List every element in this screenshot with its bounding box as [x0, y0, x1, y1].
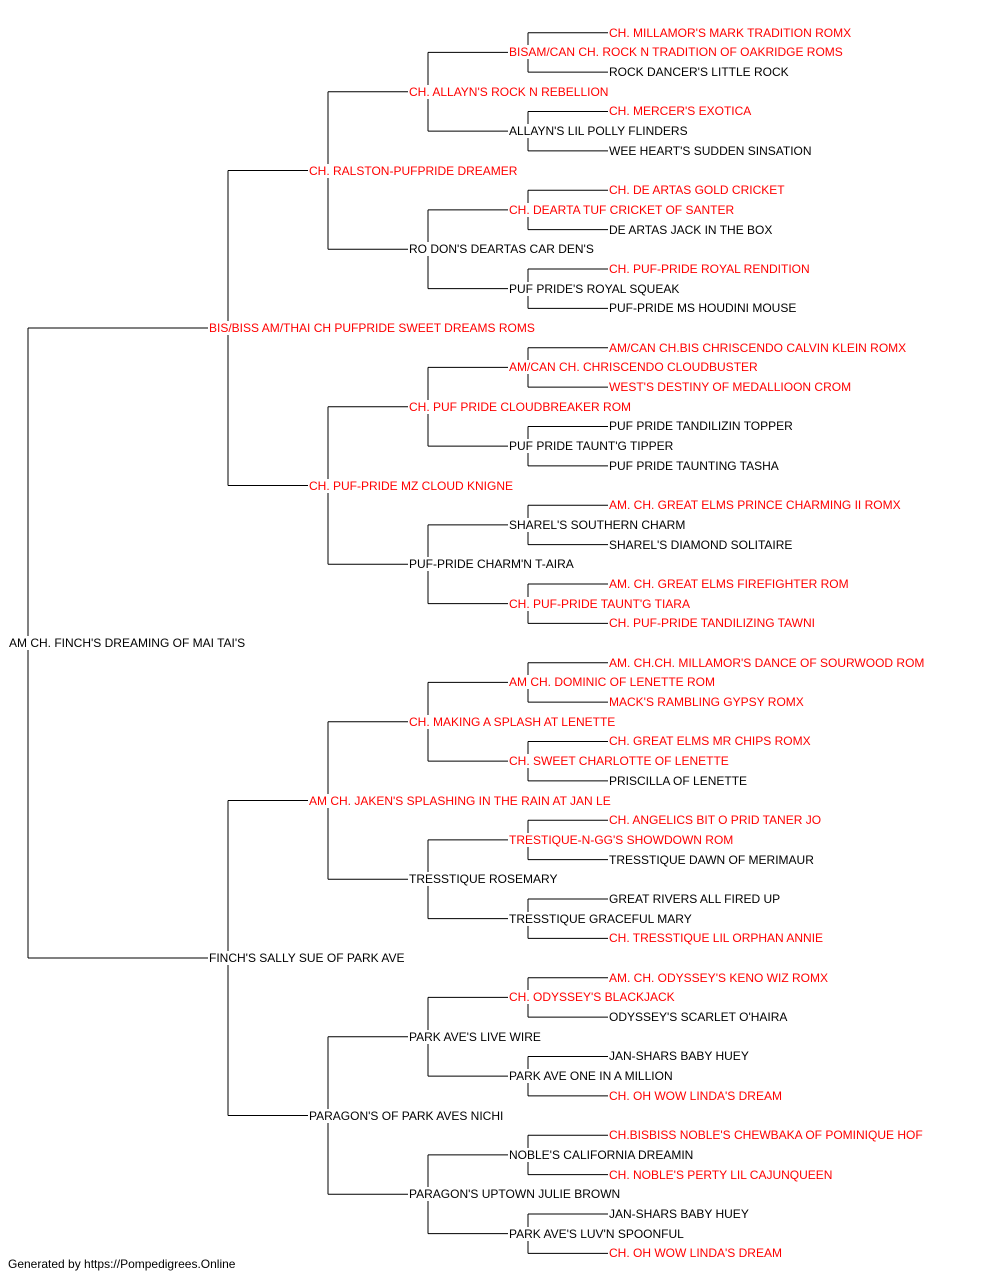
pedigree-entry-gen4: PARK AVE'S LUV'N SPOONFUL: [508, 1226, 685, 1241]
pedigree-entry-gen5: CH. GREAT ELMS MR CHIPS ROMX: [608, 734, 812, 749]
pedigree-entry-gen4: AM/CAN CH. CHRISCENDO CLOUDBUSTER: [508, 360, 759, 375]
pedigree-entry-gen5: WEST'S DESTINY OF MEDALLIOON CROM: [608, 380, 853, 395]
pedigree-entry-gen3: PUF-PRIDE CHARM'N T-AIRA: [408, 557, 575, 572]
pedigree-entry-gen3: PARK AVE'S LIVE WIRE: [408, 1029, 542, 1044]
pedigree-entry-gen4: CH. DEARTA TUF CRICKET OF SANTER: [508, 202, 736, 217]
pedigree-entry-gen3: PARAGON'S UPTOWN JULIE BROWN: [408, 1187, 622, 1202]
pedigree-entry-gen5: PUF PRIDE TANDILIZIN TOPPER: [608, 419, 794, 434]
pedigree-entry-gen5: AM/CAN CH.BIS CHRISCENDO CALVIN KLEIN RO…: [608, 340, 908, 355]
pedigree-entry-gen3: TRESSTIQUE ROSEMARY: [408, 872, 559, 887]
pedigree-entry-gen5: CH. NOBLE'S PERTY LIL CAJUNQUEEN: [608, 1167, 834, 1182]
pedigree-entry-gen5: CH. TRESSTIQUE LIL ORPHAN ANNIE: [608, 931, 825, 946]
pedigree-entry-gen0: AM CH. FINCH'S DREAMING OF MAI TAI'S: [8, 636, 247, 650]
pedigree-entry-gen5: ROCK DANCER'S LITTLE ROCK: [608, 65, 790, 80]
pedigree-entry-gen5: JAN-SHARS BABY HUEY: [608, 1049, 750, 1064]
pedigree-entry-gen5: AM. CH. ODYSSEY'S KENO WIZ ROMX: [608, 970, 829, 985]
pedigree-entry-gen2: CH. RALSTON-PUFPRIDE DREAMER: [308, 163, 519, 178]
pedigree-entry-gen5: PRISCILLA OF LENETTE: [608, 773, 749, 788]
pedigree-entry-gen5: AM. CH.CH. MILLAMOR'S DANCE OF SOURWOOD …: [608, 655, 926, 670]
pedigree-entry-gen3: CH. ALLAYN'S ROCK N REBELLION: [408, 84, 610, 99]
pedigree-entry-gen1: FINCH'S SALLY SUE OF PARK AVE: [208, 951, 406, 965]
pedigree-entry-gen5: PUF PRIDE TAUNTING TASHA: [608, 458, 780, 473]
pedigree-entry-gen5: MACK'S RAMBLING GYPSY ROMX: [608, 695, 805, 710]
pedigree-entry-gen4: PARK AVE ONE IN A MILLION: [508, 1069, 674, 1084]
pedigree-entry-gen4: CH. PUF-PRIDE TAUNT'G TIARA: [508, 596, 691, 611]
pedigree-entry-gen5: JAN-SHARS BABY HUEY: [608, 1206, 750, 1221]
pedigree-entry-gen5: CH. ANGELICS BIT O PRID TANER JO: [608, 813, 823, 828]
pedigree-entry-gen4: NOBLE'S CALIFORNIA DREAMIN: [508, 1147, 695, 1162]
pedigree-entry-gen4: SHAREL'S SOUTHERN CHARM: [508, 517, 687, 532]
pedigree-entry-gen5: CH. PUF-PRIDE TANDILIZING TAWNI: [608, 616, 817, 631]
pedigree-entry-gen4: ALLAYN'S LIL POLLY FLINDERS: [508, 124, 689, 139]
pedigree-entry-gen2: CH. PUF-PRIDE MZ CLOUD KNIGNE: [308, 478, 515, 493]
pedigree-entry-gen5: CH. OH WOW LINDA'S DREAM: [608, 1088, 783, 1103]
pedigree-entry-gen4: CH. SWEET CHARLOTTE OF LENETTE: [508, 754, 730, 769]
pedigree-entry-gen5: DE ARTAS JACK IN THE BOX: [608, 222, 774, 237]
pedigree-entry-gen5: ODYSSEY'S SCARLET O'HAIRA: [608, 1010, 789, 1025]
pedigree-entry-gen5: PUF-PRIDE MS HOUDINI MOUSE: [608, 301, 798, 316]
pedigree-entry-gen5: CH.BISBISS NOBLE'S CHEWBAKA OF POMINIQUE…: [608, 1128, 924, 1143]
pedigree-entry-gen4: TRESTIQUE-N-GG'S SHOWDOWN ROM: [508, 832, 735, 847]
pedigree-entry-gen4: AM CH. DOMINIC OF LENETTE ROM: [508, 675, 717, 690]
footer-credit: Generated by https://Pompedigrees.Online: [8, 1257, 236, 1271]
pedigree-entry-gen3: CH. MAKING A SPLASH AT LENETTE: [408, 714, 617, 729]
pedigree-entry-gen4: BISAM/CAN CH. ROCK N TRADITION OF OAKRID…: [508, 45, 844, 60]
pedigree-entry-gen3: CH. PUF PRIDE CLOUDBREAKER ROM: [408, 399, 633, 414]
pedigree-entry-gen4: PUF PRIDE TAUNT'G TIPPER: [508, 439, 675, 454]
pedigree-entry-gen5: CH. DE ARTAS GOLD CRICKET: [608, 183, 786, 198]
pedigree-entry-gen5: CH. OH WOW LINDA'S DREAM: [608, 1246, 783, 1261]
pedigree-entry-gen5: CH. MILLAMOR'S MARK TRADITION ROMX: [608, 25, 853, 40]
pedigree-entry-gen4: CH. ODYSSEY'S BLACKJACK: [508, 990, 676, 1005]
pedigree-entry-gen5: SHAREL'S DIAMOND SOLITAIRE: [608, 537, 794, 552]
pedigree-entry-gen5: TRESSTIQUE DAWN OF MERIMAUR: [608, 852, 815, 867]
pedigree-entry-gen4: PUF PRIDE'S ROYAL SQUEAK: [508, 281, 681, 296]
pedigree-entry-gen3: RO DON'S DEARTAS CAR DEN'S: [408, 242, 595, 257]
pedigree-entry-gen2: PARAGON'S OF PARK AVES NICHI: [308, 1108, 505, 1123]
pedigree-entry-gen5: CH. PUF-PRIDE ROYAL RENDITION: [608, 261, 811, 276]
pedigree-entry-gen5: WEE HEART'S SUDDEN SINSATION: [608, 143, 813, 158]
pedigree-entry-gen1: BIS/BISS AM/THAI CH PUFPRIDE SWEET DREAM…: [208, 321, 536, 335]
pedigree-entry-gen2: AM CH. JAKEN'S SPLASHING IN THE RAIN AT …: [308, 793, 612, 808]
pedigree-entry-gen5: AM. CH. GREAT ELMS PRINCE CHARMING II RO…: [608, 498, 902, 513]
pedigree-entry-gen5: CH. MERCER'S EXOTICA: [608, 104, 753, 119]
pedigree-entry-gen5: GREAT RIVERS ALL FIRED UP: [608, 891, 782, 906]
pedigree-entry-gen5: AM. CH. GREAT ELMS FIREFIGHTER ROM: [608, 576, 850, 591]
pedigree-entry-gen4: TRESSTIQUE GRACEFUL MARY: [508, 911, 693, 926]
